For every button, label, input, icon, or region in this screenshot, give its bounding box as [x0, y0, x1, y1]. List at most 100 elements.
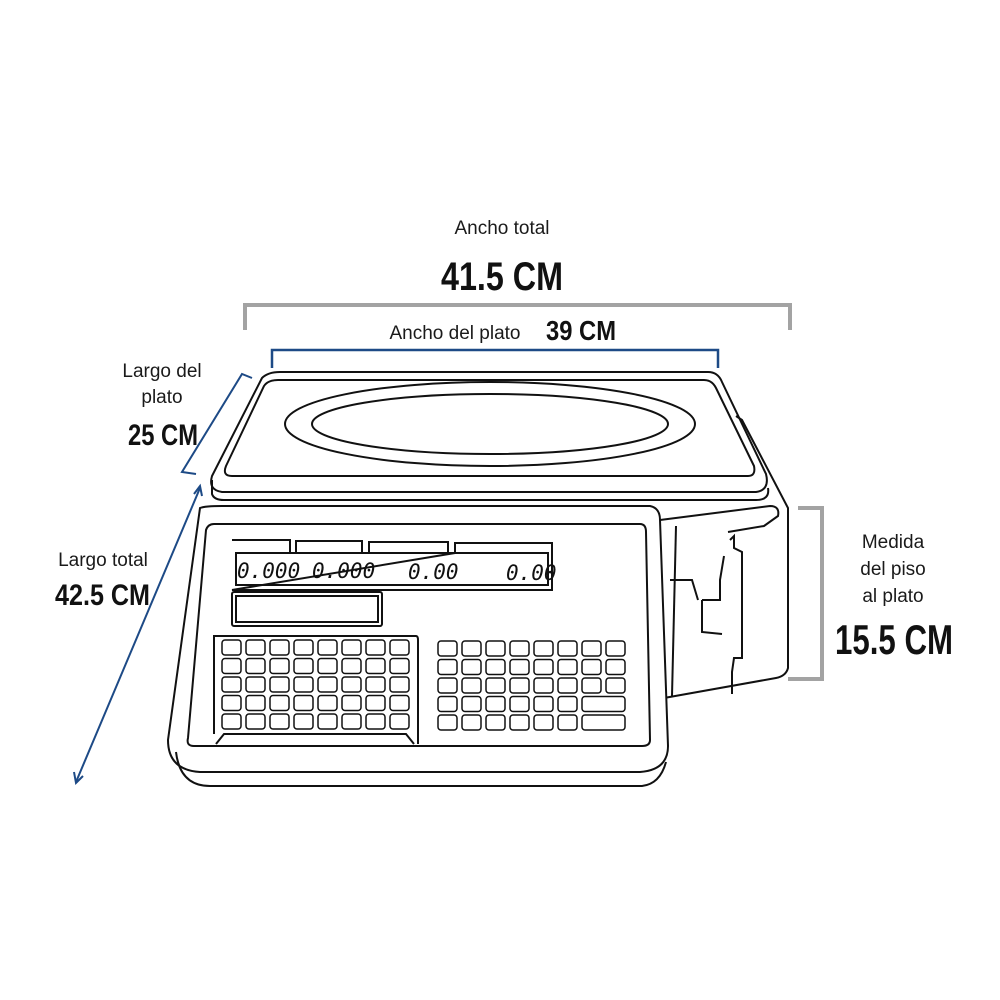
key-left[interactable]	[269, 639, 290, 656]
key-left[interactable]	[389, 694, 410, 712]
key-left[interactable]	[389, 639, 410, 656]
key-right[interactable]	[557, 695, 578, 713]
key-left[interactable]	[341, 694, 362, 712]
key-right[interactable]	[581, 640, 602, 657]
floor-plate-label-1: Medida	[862, 532, 925, 553]
key-right[interactable]	[557, 677, 578, 694]
key-left[interactable]	[245, 639, 266, 656]
key-right[interactable]	[485, 714, 506, 731]
key-right[interactable]	[437, 677, 458, 694]
key-right[interactable]	[581, 658, 602, 676]
key-right[interactable]	[461, 677, 482, 694]
key-left[interactable]	[221, 639, 242, 656]
key-right[interactable]	[461, 695, 482, 713]
key-right[interactable]	[485, 695, 506, 713]
key-left[interactable]	[269, 676, 290, 693]
key-left[interactable]	[365, 639, 386, 656]
key-right[interactable]	[437, 714, 458, 731]
key-left[interactable]	[317, 639, 338, 656]
plate-length-label-1: Largo del	[122, 361, 201, 382]
key-right[interactable]	[509, 677, 530, 694]
key-right[interactable]	[509, 640, 530, 657]
key-right[interactable]	[605, 640, 626, 657]
key-left[interactable]	[293, 713, 314, 730]
key-right[interactable]	[485, 640, 506, 657]
key-left[interactable]	[341, 713, 362, 730]
key-left[interactable]	[365, 713, 386, 730]
key-right[interactable]	[437, 640, 458, 657]
total-length-label: Largo total	[58, 550, 148, 571]
display-unit-price: 0.00	[408, 560, 459, 584]
key-left[interactable]	[365, 657, 386, 675]
key-right[interactable]	[509, 658, 530, 676]
key-right[interactable]	[461, 714, 482, 731]
key-right[interactable]	[533, 658, 554, 676]
arrowhead-top	[193, 483, 203, 497]
key-left[interactable]	[245, 676, 266, 693]
key-left[interactable]	[293, 694, 314, 712]
arrowhead-bottom	[73, 771, 84, 786]
key-left[interactable]	[293, 657, 314, 675]
key-left[interactable]	[389, 657, 410, 675]
key-right[interactable]	[557, 640, 578, 657]
total-width-label: Ancho total	[454, 218, 549, 239]
key-left[interactable]	[221, 676, 242, 693]
floor-plate-label-2: del piso	[860, 559, 926, 580]
key-right[interactable]	[581, 677, 602, 694]
key-right[interactable]	[533, 640, 554, 657]
key-left[interactable]	[317, 713, 338, 730]
key-wide[interactable]	[581, 714, 626, 731]
key-right[interactable]	[605, 677, 626, 694]
key-left[interactable]	[341, 676, 362, 693]
key-left[interactable]	[245, 694, 266, 712]
key-left[interactable]	[293, 676, 314, 693]
key-left[interactable]	[317, 676, 338, 693]
keypad	[221, 639, 626, 731]
key-left[interactable]	[245, 657, 266, 675]
key-left[interactable]	[221, 657, 242, 675]
total-length-arrow	[75, 487, 201, 783]
key-right[interactable]	[485, 658, 506, 676]
key-right[interactable]	[557, 714, 578, 731]
key-right[interactable]	[533, 714, 554, 731]
key-left[interactable]	[365, 694, 386, 712]
key-right[interactable]	[461, 640, 482, 657]
key-right[interactable]	[509, 714, 530, 731]
plate-width-label: Ancho del plato	[390, 323, 521, 344]
key-left[interactable]	[293, 639, 314, 656]
floor-plate-bracket	[788, 506, 824, 681]
key-left[interactable]	[389, 713, 410, 730]
key-left[interactable]	[341, 657, 362, 675]
key-left[interactable]	[269, 713, 290, 730]
key-left[interactable]	[389, 676, 410, 693]
key-right[interactable]	[533, 695, 554, 713]
key-right[interactable]	[437, 695, 458, 713]
key-left[interactable]	[245, 713, 266, 730]
key-left[interactable]	[341, 639, 362, 656]
key-left[interactable]	[221, 713, 242, 730]
key-right[interactable]	[437, 658, 458, 676]
key-left[interactable]	[317, 694, 338, 712]
key-right[interactable]	[485, 677, 506, 694]
key-right[interactable]	[509, 695, 530, 713]
key-right[interactable]	[557, 658, 578, 676]
scale-drawing	[166, 371, 789, 787]
plate-width-bracket	[270, 348, 720, 368]
key-right[interactable]	[461, 658, 482, 676]
key-left[interactable]	[269, 657, 290, 675]
key-right[interactable]	[533, 677, 554, 694]
total-length-value: 42.5 CM	[55, 579, 150, 612]
key-left[interactable]	[365, 676, 386, 693]
floor-plate-label-3: al plato	[862, 586, 923, 607]
key-left[interactable]	[221, 694, 242, 712]
display-total: 0.00	[506, 561, 557, 585]
key-wide[interactable]	[581, 695, 626, 713]
total-width-value: 41.5 CM	[441, 255, 563, 299]
key-right[interactable]	[605, 658, 626, 676]
plate-length-value: 25 CM	[128, 419, 198, 452]
key-left[interactable]	[317, 657, 338, 675]
total-width-bracket	[243, 303, 792, 330]
key-left[interactable]	[269, 694, 290, 712]
